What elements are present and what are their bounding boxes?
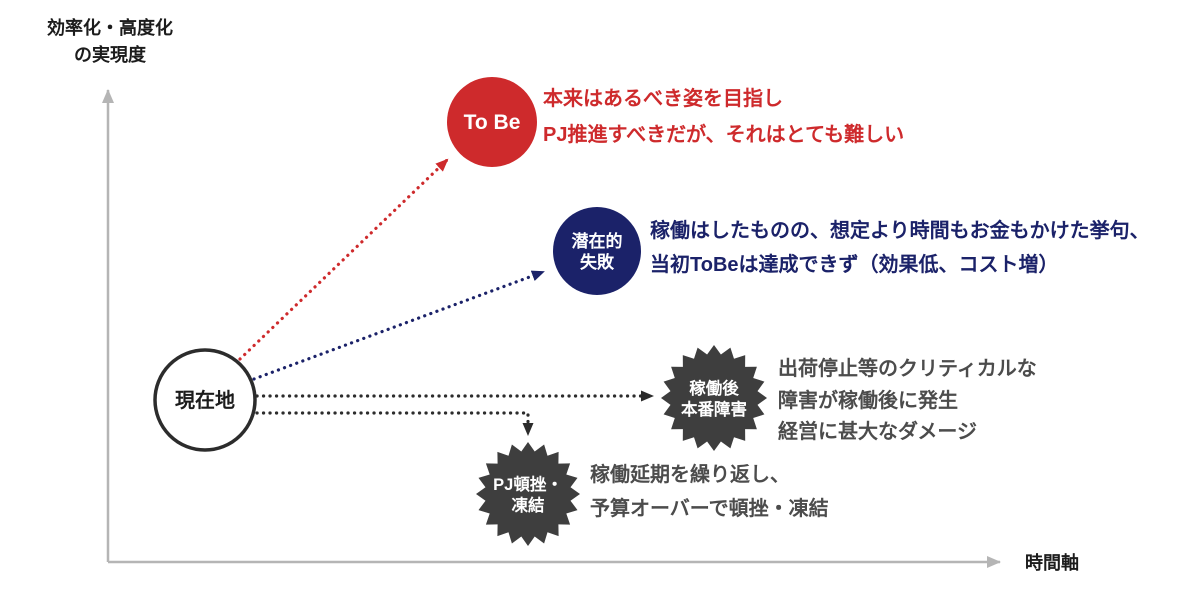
tobe-desc-line1: 本来はあるべき姿を目指し <box>543 86 783 110</box>
tobe-desc-line2: PJ推進すべきだが、それはとても難しい <box>543 122 904 146</box>
pj-freeze-label-line1: PJ頓挫・ <box>493 474 563 494</box>
production-failure-label-line2: 本番障害 <box>681 399 747 419</box>
production-failure-desc-line1: 出荷停止等のクリティカルな <box>778 356 1037 380</box>
pj-freeze-star <box>476 442 580 546</box>
production-failure-star <box>661 345 767 451</box>
arrow-to-tobe <box>238 158 449 361</box>
latent-failure-circle <box>553 207 641 295</box>
latent-failure-desc-line2: 当初ToBeは達成できず（効果低、コスト増） <box>650 252 1059 276</box>
arrow-to-latent-failure <box>252 270 545 381</box>
pj-freeze-desc-line2: 予算オーバーで頓挫・凍結 <box>590 496 829 520</box>
latent-failure-desc-line1: 稼働はしたものの、想定より時間もお金もかけた挙句、 <box>650 218 1150 242</box>
y-axis-label-line1: 効率化・高度化 <box>47 17 173 38</box>
production-failure-label-line1: 稼働後 <box>689 378 739 398</box>
production-failure-desc-line2: 障害が稼働後に発生 <box>778 388 958 412</box>
tobe-circle <box>447 77 537 167</box>
tobe-label: To Be <box>464 111 521 134</box>
latent-failure-label-line2: 失敗 <box>580 252 615 272</box>
x-axis-label: 時間軸 <box>1025 552 1079 573</box>
y-axis-label-line2: の実現度 <box>74 44 147 65</box>
arrow-to-pj-freeze <box>255 411 534 436</box>
pj-freeze-label-line2: 凍結 <box>512 495 545 515</box>
current-state-circle <box>153 348 257 452</box>
current-state-label: 現在地 <box>175 388 235 412</box>
pj-freeze-desc-line1: 稼働延期を繰り返し、 <box>590 462 790 486</box>
production-failure-desc-line3: 経営に甚大なダメージ <box>778 419 977 443</box>
latent-failure-label-line1: 潜在的 <box>572 231 623 251</box>
